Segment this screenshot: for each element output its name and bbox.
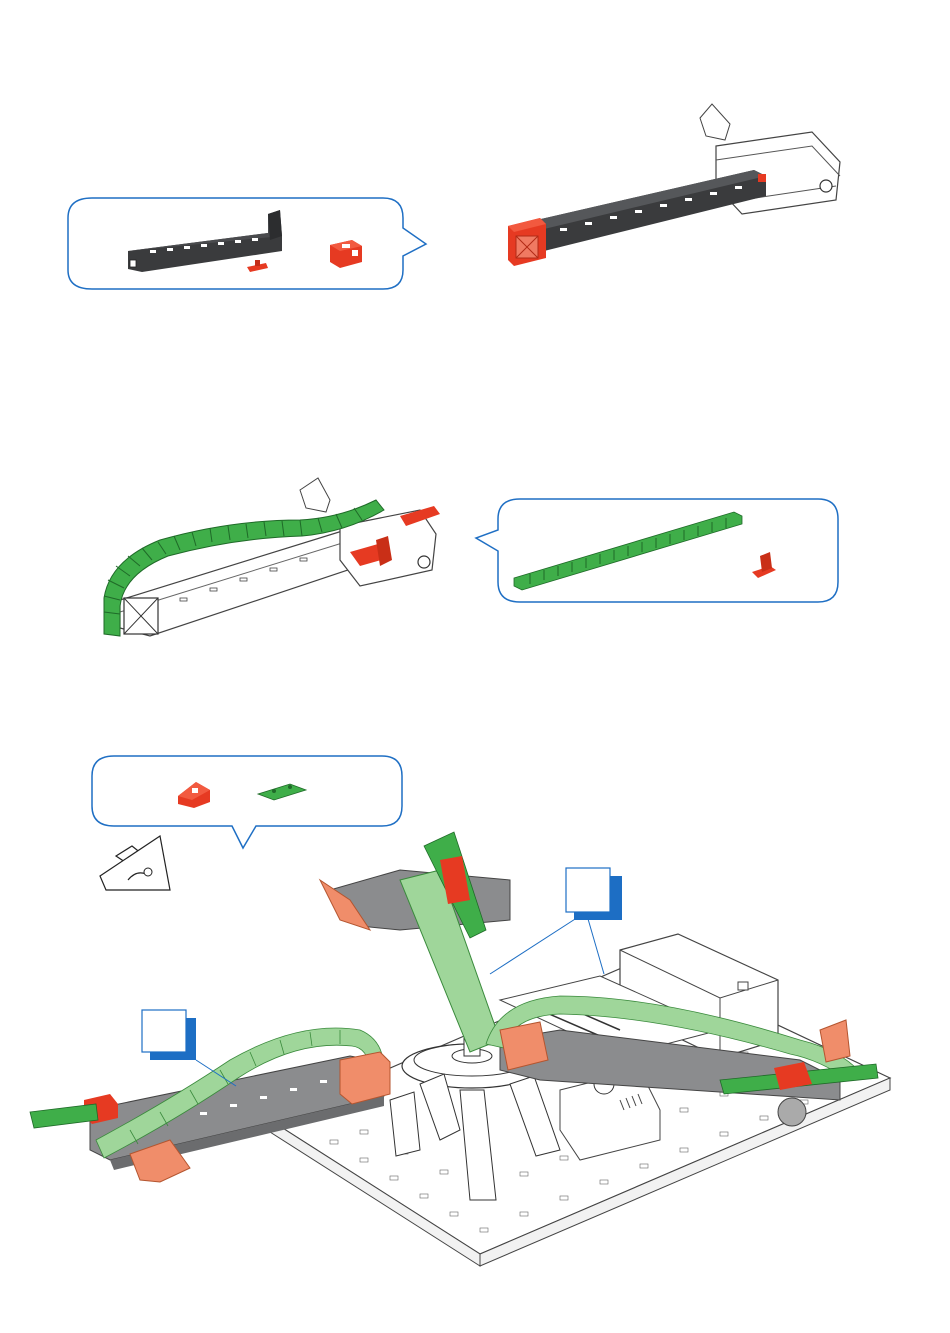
step-1-assembly	[508, 104, 840, 266]
wedge-block-hint-icon	[100, 836, 170, 890]
upright-arm	[320, 832, 510, 1052]
step-2-assembly	[104, 478, 440, 636]
step-1-parts-bubble	[68, 198, 426, 289]
step-2-parts-bubble	[476, 499, 838, 602]
step-3-parts-bubble	[92, 756, 402, 848]
